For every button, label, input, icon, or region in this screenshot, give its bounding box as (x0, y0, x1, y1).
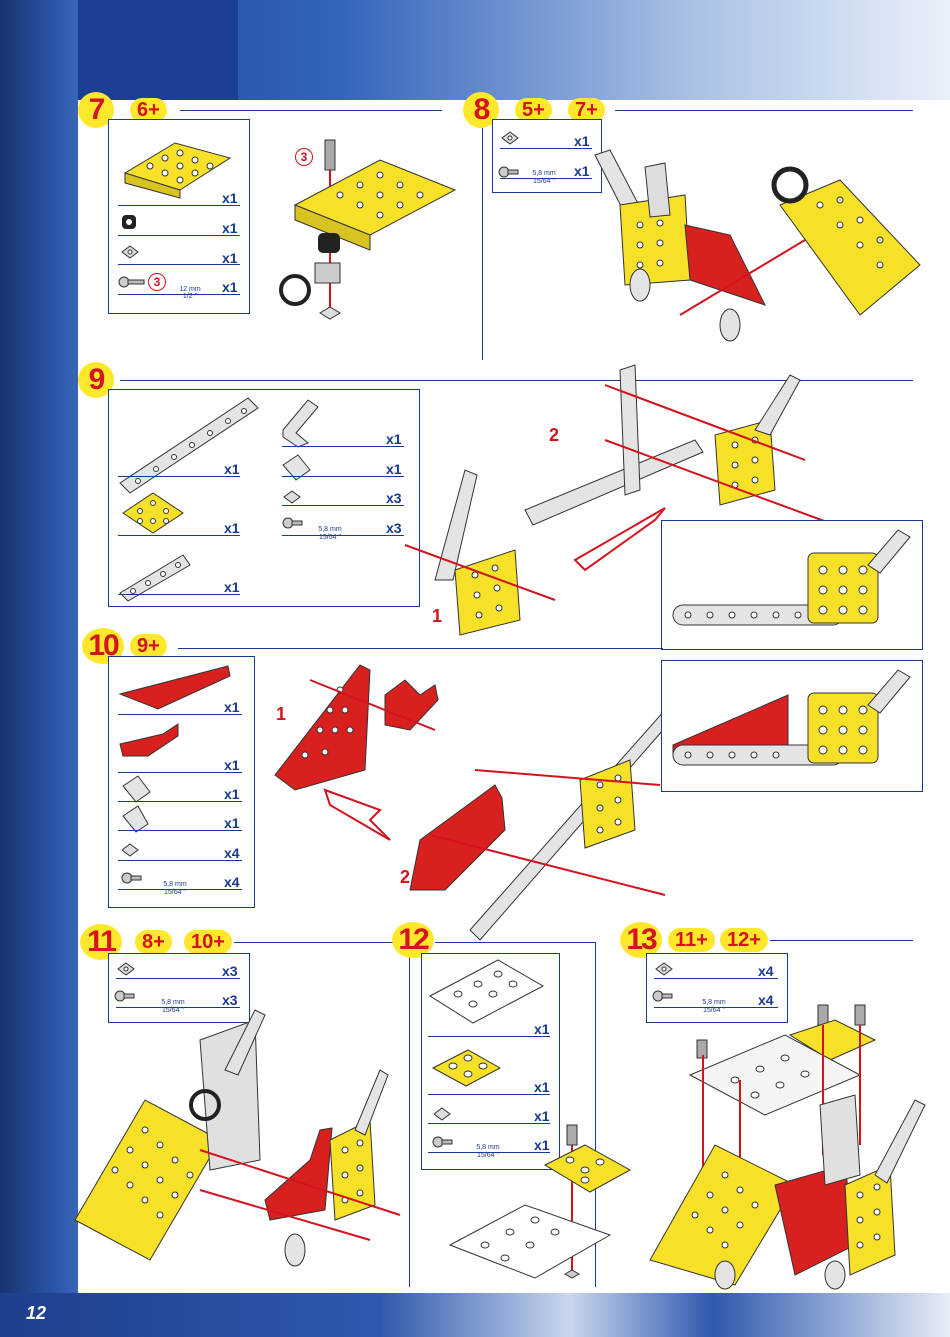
bolt-icon (652, 990, 682, 1006)
part-dimension: 5,8 mm (300, 526, 360, 534)
parts-left-icons (118, 393, 258, 603)
part-qty: x3 (222, 992, 238, 1008)
nut-icon (116, 962, 136, 976)
part-qty: x1 (224, 461, 240, 477)
step-11-assembly-illustration (70, 1010, 410, 1280)
page-left-band (0, 0, 78, 1337)
part-qty: x4 (224, 845, 240, 861)
part-qty: x1 (224, 757, 240, 773)
page-top-band-dark (78, 0, 238, 108)
step-10-detail-illustration (668, 665, 918, 785)
step-dependency: 8+ (135, 930, 172, 954)
part-qty: x4 (224, 874, 240, 890)
part-qty: x1 (222, 220, 238, 236)
part-qty: x1 (574, 163, 590, 179)
part-dimension: 5,8 mm (143, 999, 203, 1007)
step-10-assembly-illustration (270, 660, 670, 925)
bolt-icon (114, 990, 144, 1006)
part-qty: x1 (224, 579, 240, 595)
nut-icon (500, 131, 520, 145)
step-13-assembly-illustration (645, 1005, 935, 1290)
part-qty: x4 (758, 963, 774, 979)
nut-icon (654, 962, 674, 976)
part-dimension-inch: 15/64 " (514, 178, 574, 186)
step-7-assembly-illustration (280, 135, 460, 335)
step-dependency: 12+ (720, 928, 768, 952)
part-qty: x1 (222, 250, 238, 266)
step-12-assembly-illustration (445, 1120, 635, 1285)
part-qty: x1 (534, 1021, 550, 1037)
part-dimension: 5,8 mm (145, 881, 205, 889)
page-bottom-band (0, 1293, 950, 1337)
nut-icon (120, 245, 140, 259)
part-dimension: 5,8 mm (514, 170, 574, 178)
step-dependency: 11+ (668, 928, 715, 952)
step-8-assembly-illustration (590, 145, 930, 355)
part-dimension-inch: 15/64 " (145, 889, 205, 897)
part-qty: x1 (224, 815, 240, 831)
flanged-plate-icon (115, 128, 235, 198)
bolt-icon (118, 274, 148, 290)
part-qty: x1 (574, 133, 590, 149)
step-dependency: 9+ (130, 634, 167, 658)
step-dependency: 10+ (184, 930, 232, 954)
part-qty: x1 (224, 786, 240, 802)
part-qty: x1 (224, 520, 240, 536)
page-number: 12 (26, 1303, 46, 1324)
part-qty: x1 (222, 279, 238, 295)
part-qty: x3 (222, 963, 238, 979)
step-9-detail-illustration (668, 525, 918, 645)
part-qty: x1 (534, 1079, 550, 1095)
spacer-icon (120, 213, 140, 233)
part-qty: x1 (222, 190, 238, 206)
part-qty: x1 (224, 699, 240, 715)
